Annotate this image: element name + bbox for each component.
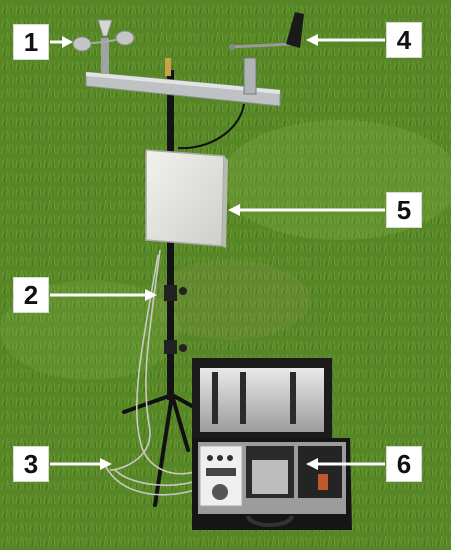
callout-arrows — [50, 34, 385, 470]
callout-5: 5 — [386, 192, 422, 228]
sensor-cable — [104, 249, 201, 496]
arrow-5 — [228, 204, 385, 216]
field-measurement-case — [192, 358, 352, 530]
callout-4: 4 — [386, 22, 422, 58]
arrow-3 — [50, 458, 112, 470]
arrow-4 — [306, 34, 385, 46]
wind-vane — [229, 12, 304, 95]
callout-1: 1 — [13, 24, 49, 60]
arrow-1 — [50, 36, 73, 48]
arrow-6 — [306, 458, 385, 470]
callout-2: 2 — [13, 277, 49, 313]
callout-3: 3 — [13, 446, 49, 482]
flat-panel-antenna — [145, 149, 228, 248]
arrow-2 — [50, 289, 157, 301]
cup-anemometer — [72, 19, 135, 74]
callout-6: 6 — [386, 446, 422, 482]
sensor-crossbar — [85, 71, 281, 107]
